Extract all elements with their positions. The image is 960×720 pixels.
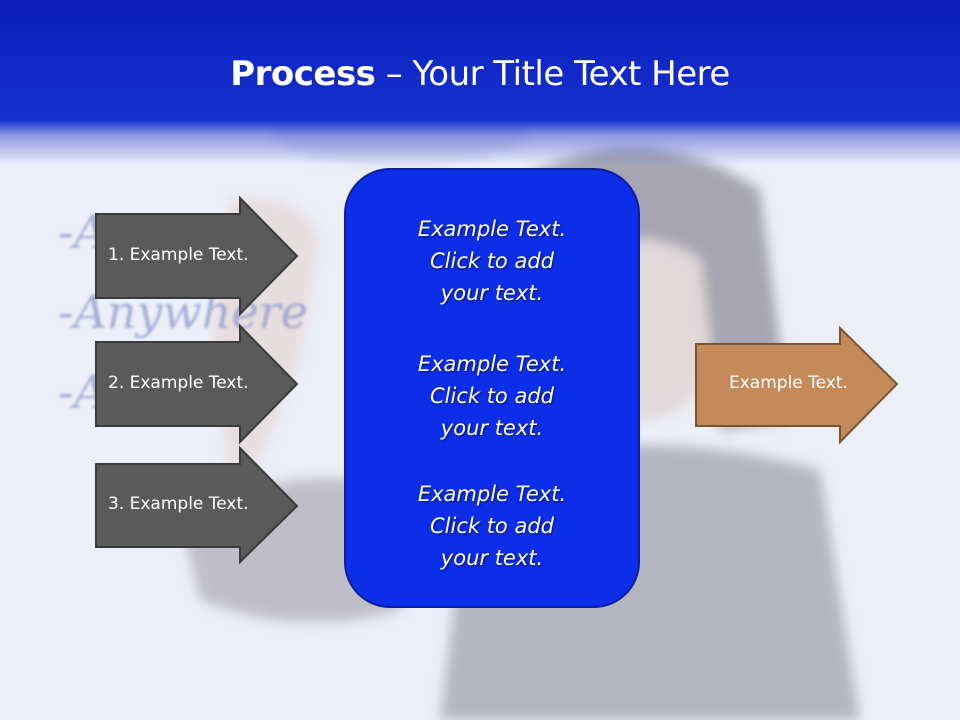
slide-title[interactable]: Process – Your Title Text Here: [0, 54, 960, 94]
block-2-line-3: your text.: [440, 416, 544, 440]
block-3-line-2: Click to add: [429, 514, 554, 538]
input-arrow-2-label: 2. Example Text.: [108, 373, 249, 393]
block-2-line-2: Click to add: [429, 384, 554, 408]
block-3-line-3: your text.: [440, 546, 544, 570]
block-2-line-1: Example Text.: [417, 352, 567, 376]
input-arrow-3-label: 3. Example Text.: [108, 494, 249, 514]
block-1-line-2: Click to add: [429, 249, 554, 273]
output-arrow-label: Example Text.: [729, 373, 848, 393]
input-arrow-3[interactable]: [95, 445, 299, 565]
block-1-line-3: your text.: [440, 281, 544, 305]
center-text-block-3[interactable]: Example Text. Click to add your text.: [346, 478, 638, 574]
title-bold: Process: [230, 54, 376, 94]
output-arrow[interactable]: [695, 325, 899, 445]
block-3-line-1: Example Text.: [417, 482, 567, 506]
header-band: [0, 0, 960, 165]
title-rest: – Your Title Text Here: [375, 54, 731, 94]
center-text-block-2[interactable]: Example Text. Click to add your text.: [346, 348, 638, 444]
block-1-line-1: Example Text.: [417, 217, 567, 241]
center-text-block-1[interactable]: Example Text. Click to add your text.: [346, 213, 638, 309]
input-arrow-1-label: 1. Example Text.: [108, 245, 249, 265]
input-arrow-1[interactable]: [95, 195, 299, 317]
input-arrow-2[interactable]: [95, 323, 299, 445]
center-process-box[interactable]: Example Text. Click to add your text. Ex…: [344, 168, 640, 608]
